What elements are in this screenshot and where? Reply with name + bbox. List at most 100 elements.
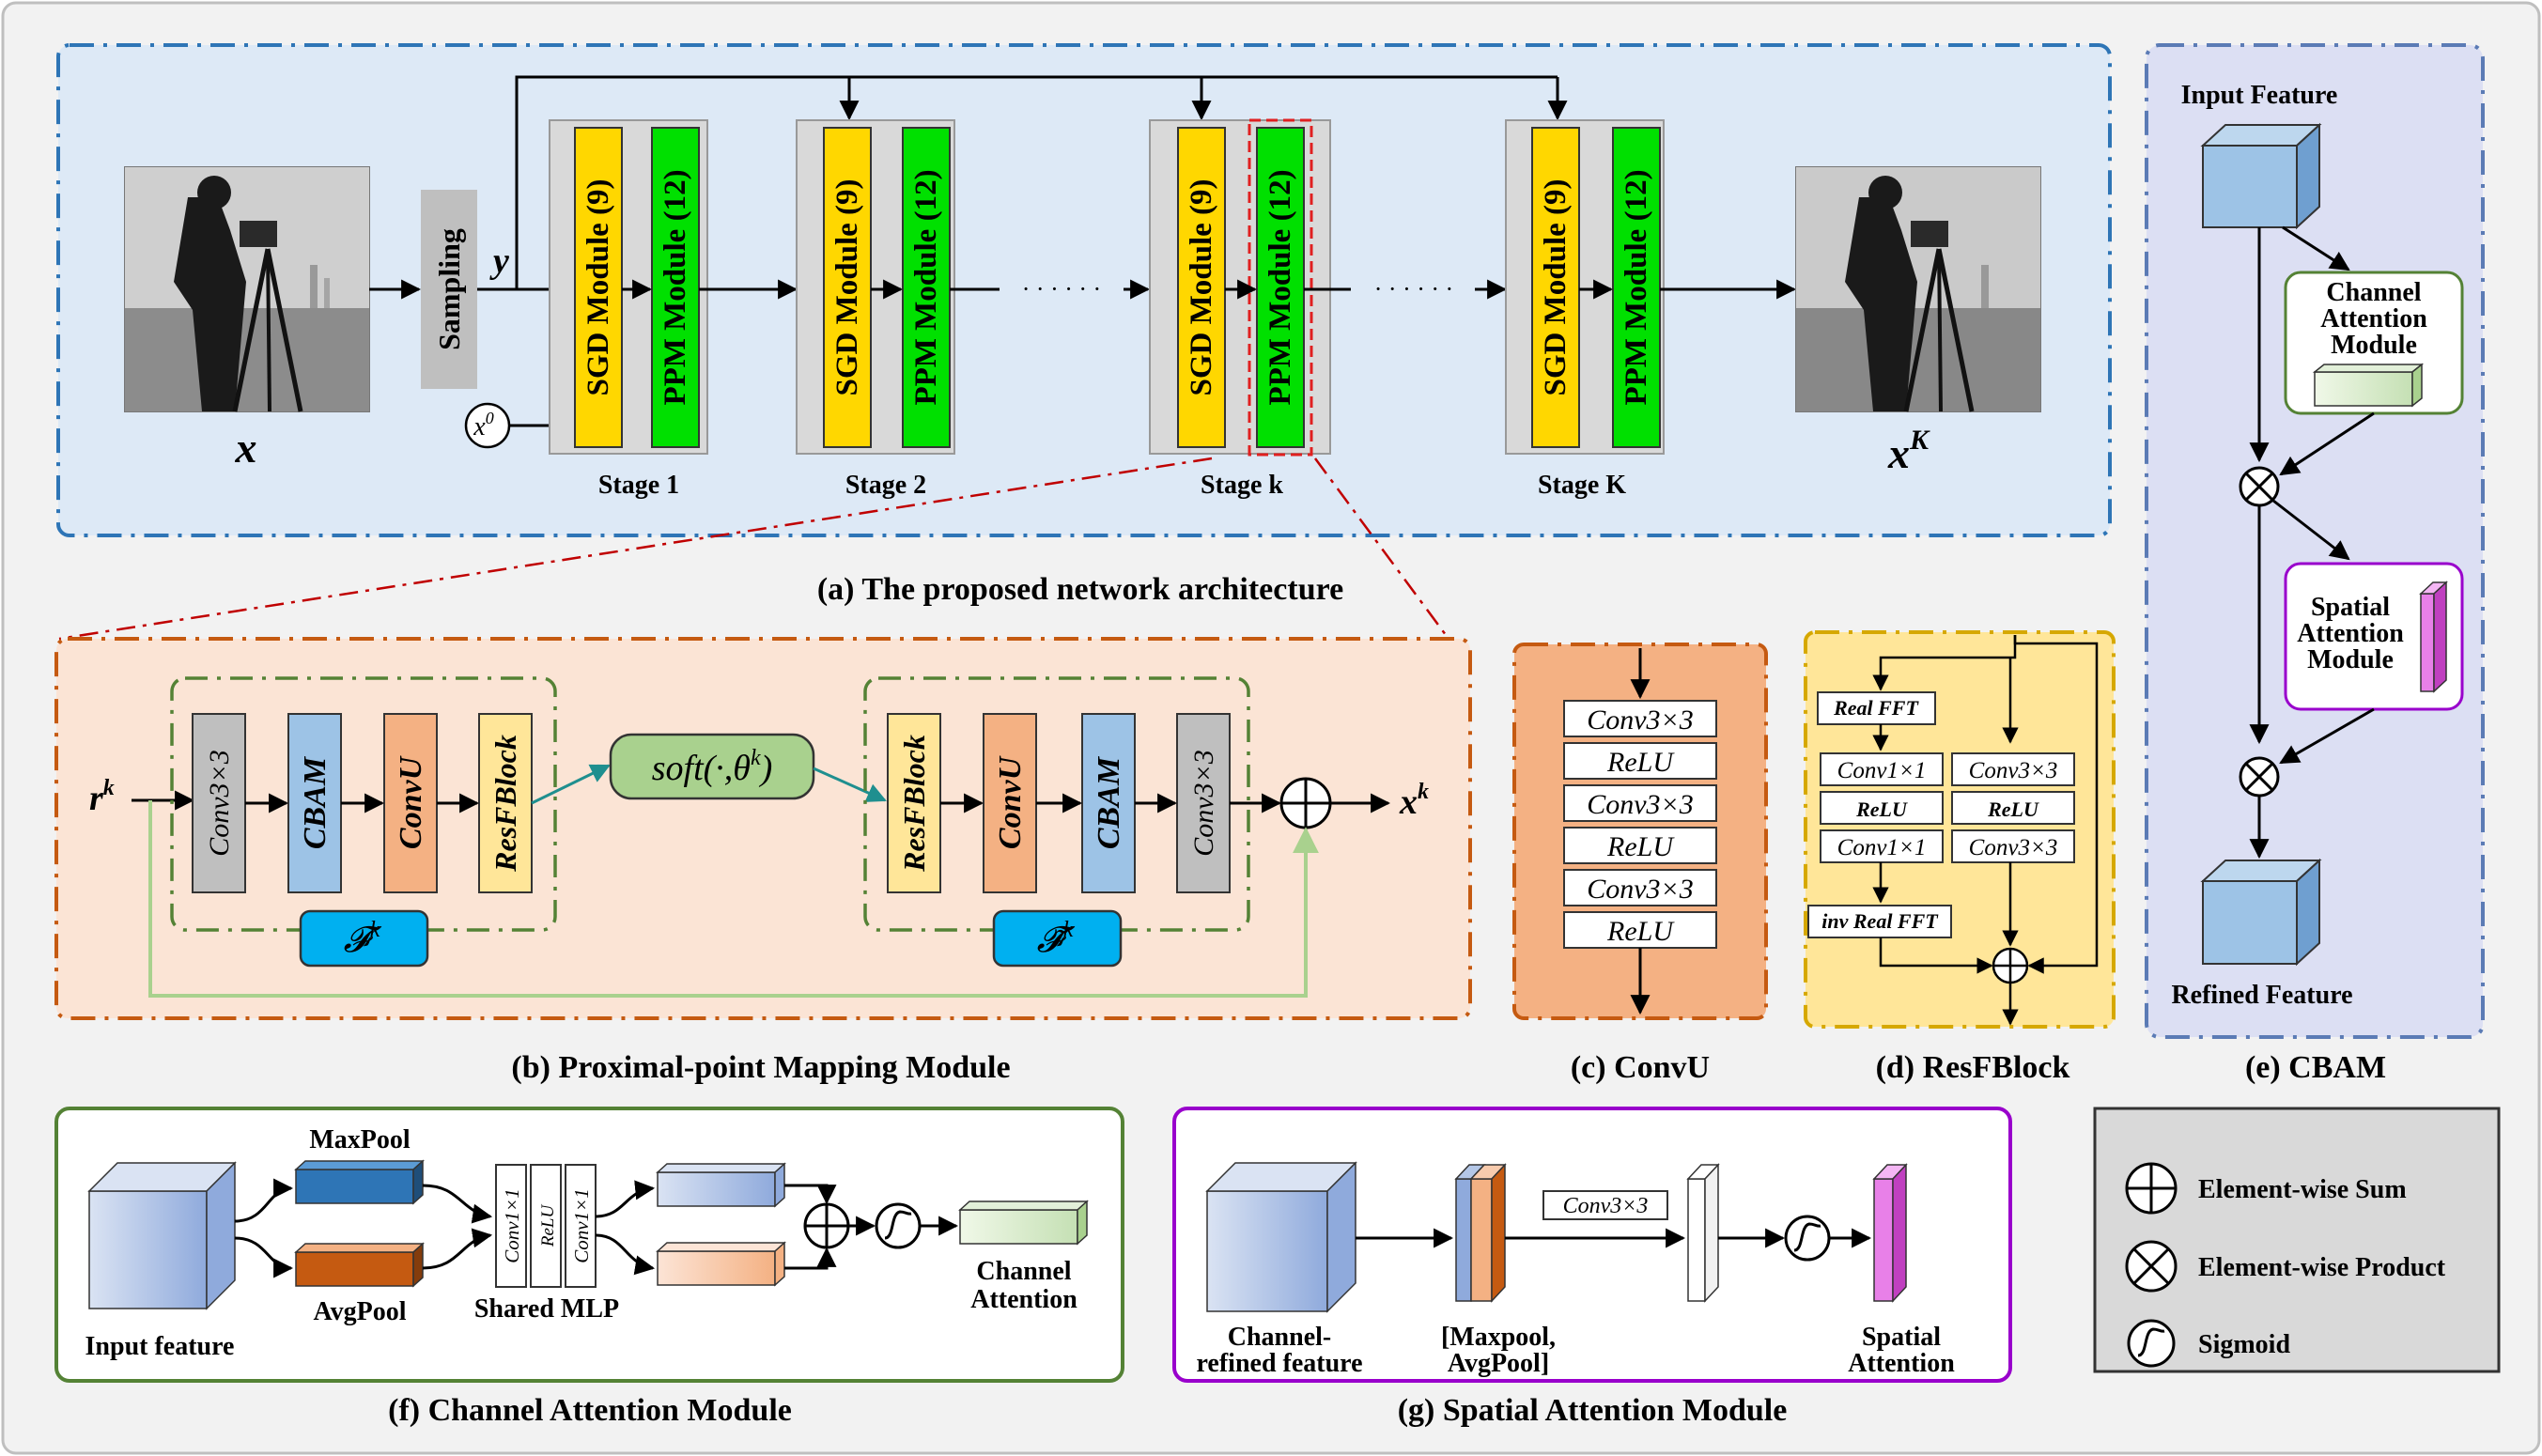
sgd-label: SGD Module (9) [830, 179, 864, 396]
stage-K: SGD Module (9) PPM Module (12) Stage K [1505, 119, 1665, 500]
stage-label: Stage k [1201, 471, 1283, 500]
svg-text:ConvU: ConvU [993, 754, 1028, 849]
resf-sum-node [1992, 947, 2029, 984]
fk-conv3x3: Conv3×3 [192, 713, 246, 893]
ppm-label: PPM Module (12) [1620, 169, 1653, 405]
svg-text:Attention: Attention [970, 1285, 1077, 1314]
sam-sigmoid-node [1784, 1215, 1831, 1262]
convu-layer [1563, 742, 1717, 780]
shared-mlp-label: Shared MLP [474, 1294, 619, 1324]
fk-tilde-label-box [992, 909, 1123, 968]
convu-layer [1563, 784, 1717, 822]
cam-input-label: Input feature [85, 1332, 235, 1361]
spatial-attention-output [1872, 1163, 1908, 1303]
svg-text:Conv3×3: Conv3×3 [1969, 758, 2058, 783]
resf-right-layer [1951, 752, 2075, 786]
architecture-panel: x Sampling y x0 SGD Module (9) PPM Modul… [56, 43, 2112, 607]
svg-text:Channel: Channel [2326, 278, 2421, 307]
cam-sum-node [803, 1202, 850, 1249]
ppm-block [902, 127, 951, 448]
svg-text:Spatial: Spatial [1862, 1323, 1941, 1352]
sampling-block [421, 190, 477, 389]
mlp-out-avg [656, 1241, 786, 1287]
cam-panel: Input feature MaxPool AvgPool Conv1×1 Re… [54, 1107, 1124, 1428]
svg-text:Attention: Attention [1848, 1349, 1955, 1378]
svg-text:ReLU: ReLU [1855, 798, 1908, 821]
ppm-caption: (b) Proximal-point Mapping Module [511, 1050, 1010, 1085]
svg-text:Attention: Attention [2297, 619, 2404, 648]
cbam-input-cube [2200, 122, 2322, 230]
arch-caption: (a) The proposed network architecture [817, 572, 1343, 607]
cbam-output-cube [2200, 858, 2322, 967]
sam-caption: (g) Spatial Attention Module [1398, 1393, 1788, 1428]
svg-text:AvgPool]: AvgPool] [1448, 1349, 1549, 1378]
svg-text:Real FFT: Real FFT [1833, 696, 1919, 720]
svg-text:ReLU: ReLU [1606, 747, 1675, 778]
convu-layer [1563, 911, 1717, 949]
avgpool-label: AvgPool [313, 1297, 406, 1326]
xK-label: xK [1887, 425, 1930, 477]
cam-caption: (f) Channel Attention Module [388, 1393, 792, 1428]
cbam-product-node-2 [2239, 756, 2280, 798]
resf-left-layer [1820, 829, 1944, 863]
svg-text:Channel: Channel [976, 1257, 1071, 1286]
svg-text:Conv1×1: Conv1×1 [501, 1188, 523, 1263]
sgd-label: SGD Module (9) [581, 179, 615, 396]
cbam-panel: Input Feature Channel Attention Module S… [2145, 43, 2485, 1085]
y-label: y [489, 241, 509, 281]
ellipsis-1: · · · · · · [1022, 275, 1101, 302]
legend-product-icon [2125, 1240, 2178, 1293]
svg-text:refined feature: refined feature [1196, 1349, 1362, 1378]
output-image [1795, 166, 2041, 412]
sgd-block [823, 127, 872, 448]
input-image [124, 166, 370, 412]
svg-text:Conv3×3: Conv3×3 [1587, 874, 1694, 905]
fkt-cbam: CBAM [1081, 713, 1136, 893]
svg-text:[Maxpool,: [Maxpool, [1441, 1323, 1556, 1352]
legend-sigmoid-icon [2127, 1319, 2176, 1368]
maxpool-bar [294, 1159, 425, 1205]
svg-text:ReLU: ReLU [1606, 916, 1675, 947]
svg-text:ResFBlock: ResFBlock [488, 735, 522, 873]
sgd-block [1177, 127, 1226, 448]
sum-node [1279, 777, 1332, 829]
svg-text:ConvU: ConvU [394, 754, 428, 849]
svg-text:Conv3×3: Conv3×3 [1969, 835, 2058, 860]
shared-mlp: Conv1×1 ReLU Conv1×1 [495, 1164, 597, 1288]
channel-attention-output [958, 1200, 1089, 1246]
resf-left-layer [1820, 791, 1944, 825]
y-bus [515, 75, 1558, 289]
ppm-frame [54, 637, 1472, 1020]
svg-text:inv Real FFT: inv Real FFT [1821, 909, 1939, 933]
real-fft-box [1817, 691, 1936, 725]
soft-threshold-label: soft(·,θk) [652, 746, 773, 788]
svg-text:CBAM: CBAM [298, 755, 333, 849]
cbam-refined-label: Refined Feature [2171, 981, 2352, 1010]
inv-fft-box [1807, 905, 1952, 938]
svg-text:Conv3×3: Conv3×3 [204, 750, 235, 857]
resf-panel: Real FFT Conv1×1 ReLU Conv1×1 inv Real F… [1804, 630, 2116, 1085]
sampling-label: Sampling [432, 228, 466, 350]
resf-right-layer [1951, 829, 2075, 863]
legend-sigmoid-label: Sigmoid [2198, 1330, 2290, 1359]
xk-label: xk [1399, 780, 1429, 822]
fk-cbam: CBAM [287, 713, 342, 893]
legend-sum-icon [2125, 1162, 2178, 1215]
fkt-convu: ConvU [983, 713, 1037, 893]
svg-text:Conv3×3: Conv3×3 [1587, 705, 1694, 736]
convu-layer [1563, 827, 1717, 864]
sgd-block [574, 127, 623, 448]
stage-label: Stage 1 [598, 471, 679, 500]
ppm-block [1612, 127, 1661, 448]
x0-label: x0 [473, 409, 493, 441]
svg-text:Conv1×1: Conv1×1 [570, 1188, 593, 1263]
fk-label-box [299, 909, 429, 968]
fkt-resfblock: ResFBlock [887, 713, 941, 893]
stage-2: SGD Module (9) PPM Module (12) Stage 2 [796, 119, 955, 500]
stage-1: SGD Module (9) PPM Module (12) Stage 1 [549, 119, 708, 500]
ppm-label: PPM Module (12) [909, 169, 943, 405]
svg-text:Channel-: Channel- [1228, 1323, 1331, 1352]
ppm-block [1256, 127, 1305, 448]
arrow-from-soft [813, 767, 887, 802]
zoom-line-left [58, 457, 1213, 641]
